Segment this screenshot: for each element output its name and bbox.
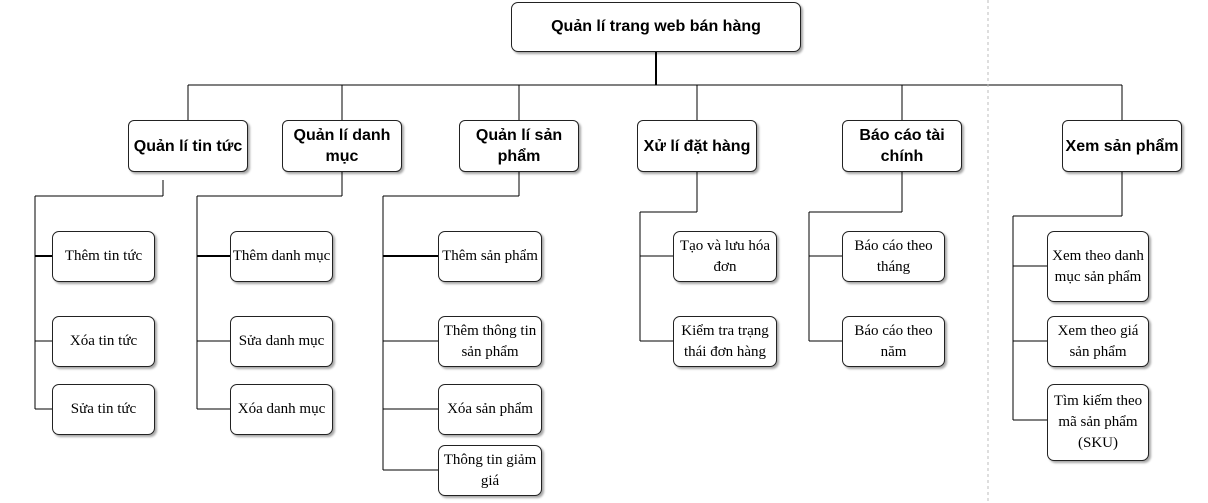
leaf-add-product: Thêm sản phẩm xyxy=(438,231,542,282)
category-catalog-management: Quản lí danh mục xyxy=(282,120,402,172)
leaf-view-by-price: Xem theo giá sản phẩm xyxy=(1047,316,1149,367)
leaf-delete-product: Xóa sản phẩm xyxy=(438,384,542,435)
leaf-edit-news: Sửa tin tức xyxy=(52,384,155,435)
leaf-check-order-status: Kiểm tra trạng thái đơn hàng xyxy=(673,316,777,367)
category-view-products: Xem sản phẩm xyxy=(1062,120,1182,172)
leaf-view-by-catalog: Xem theo danh mục sản phẩm xyxy=(1047,231,1149,302)
leaf-discount-info: Thông tin giảm giá xyxy=(438,445,542,496)
root-label: Quản lí trang web bán hàng xyxy=(551,18,761,35)
category-news-management: Quản lí tin tức xyxy=(128,120,248,172)
leaf-delete-news: Xóa tin tức xyxy=(52,316,155,367)
category-order-processing: Xử lí đặt hàng xyxy=(637,120,757,172)
leaf-add-catalog: Thêm danh mục xyxy=(230,231,333,282)
leaf-add-product-info: Thêm thông tin sản phẩm xyxy=(438,316,542,367)
leaf-edit-catalog: Sửa danh mục xyxy=(230,316,333,367)
category-financial-report: Báo cáo tài chính xyxy=(842,120,962,172)
leaf-yearly-report: Báo cáo theo năm xyxy=(842,316,945,367)
leaf-delete-catalog: Xóa danh mục xyxy=(230,384,333,435)
leaf-create-invoice: Tạo và lưu hóa đơn xyxy=(673,231,777,282)
category-product-management: Quản lí sản phẩm xyxy=(459,120,579,172)
leaf-monthly-report: Báo cáo theo tháng xyxy=(842,231,945,282)
leaf-add-news: Thêm tin tức xyxy=(52,231,155,282)
leaf-search-by-sku: Tìm kiếm theo mã sản phẩm (SKU) xyxy=(1047,384,1149,461)
root-node: Quản lí trang web bán hàng xyxy=(511,2,801,52)
